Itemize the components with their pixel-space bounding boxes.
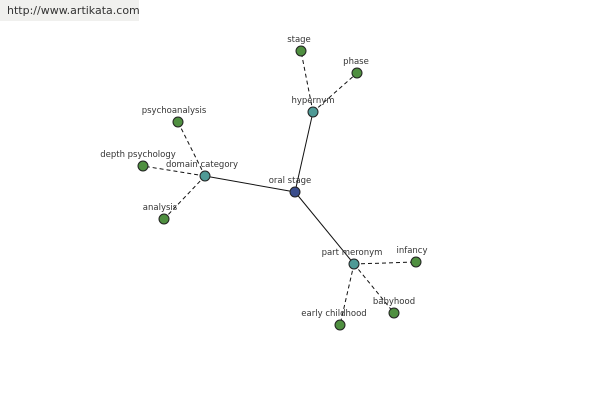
node-label-oral-stage[interactable]: oral stage	[269, 176, 312, 186]
edge-domain-category-to-psychoanalysis	[177, 121, 206, 177]
edge-oral-stage-to-hypernym	[294, 111, 314, 193]
node-early-childhood[interactable]	[334, 319, 346, 331]
node-hypernym[interactable]	[307, 106, 319, 118]
node-label-hypernym[interactable]: hypernym	[291, 96, 334, 106]
node-analysis[interactable]	[158, 213, 170, 225]
node-label-stage[interactable]: stage	[287, 35, 311, 45]
node-infancy[interactable]	[410, 256, 422, 268]
edge-part-meronym-to-early-childhood	[339, 263, 355, 326]
edge-oral-stage-to-domain-category	[204, 175, 296, 193]
node-label-depth-psychology[interactable]: depth psychology	[100, 150, 176, 160]
node-oral-stage[interactable]	[289, 186, 301, 198]
node-babyhood[interactable]	[388, 307, 400, 319]
node-depth-psychology[interactable]	[137, 160, 149, 172]
edge-oral-stage-to-part-meronym	[294, 191, 355, 265]
labels-layer: oral stage domain category hypernym part me…	[100, 35, 427, 319]
node-label-early-childhood[interactable]: early childhood	[301, 309, 366, 319]
node-part-meronym[interactable]	[348, 258, 360, 270]
edge-domain-category-to-analysis	[163, 175, 206, 220]
node-label-domain-category[interactable]: domain category	[166, 160, 238, 170]
edge-part-meronym-to-infancy	[353, 261, 417, 265]
node-psychoanalysis[interactable]	[172, 116, 184, 128]
node-phase[interactable]	[351, 67, 363, 79]
node-label-phase[interactable]: phase	[343, 57, 369, 67]
node-label-analysis[interactable]: analysis	[143, 203, 178, 213]
node-label-part-meronym[interactable]: part meronym	[322, 248, 383, 258]
edge-hypernym-to-phase	[312, 72, 358, 113]
edge-domain-category-to-depth-psychology	[142, 165, 206, 177]
edge-part-meronym-to-babyhood	[353, 263, 395, 314]
node-label-infancy[interactable]: infancy	[396, 246, 427, 256]
watermark-url: http://www.artikata.com	[0, 0, 140, 21]
nodes-layer	[137, 45, 422, 331]
node-stage[interactable]	[295, 45, 307, 57]
node-label-babyhood[interactable]: babyhood	[373, 297, 415, 307]
node-domain-category[interactable]	[199, 170, 211, 182]
edge-hypernym-to-stage	[300, 50, 314, 113]
edges-layer	[142, 50, 417, 326]
node-label-psychoanalysis[interactable]: psychoanalysis	[142, 106, 207, 116]
